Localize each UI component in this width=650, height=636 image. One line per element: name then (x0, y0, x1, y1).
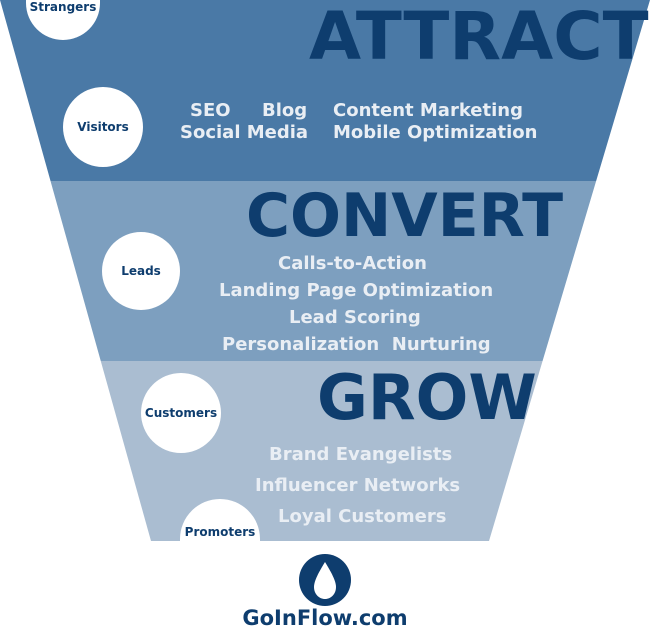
tactic-social-media: Social Media (180, 122, 309, 143)
tactic-personalization-nurturing: Personalization Nurturing (222, 334, 491, 355)
tactic-lead-scoring: Lead Scoring (289, 307, 421, 328)
water-drop-icon (299, 554, 351, 606)
tactic-mobile-optimization: Mobile Optimization (333, 122, 538, 143)
attract-title: ATTRACT (309, 0, 649, 75)
tactic-blog: Blog (262, 100, 308, 121)
convert-title: CONVERT (246, 181, 564, 251)
tactic-content-marketing: Content Marketing (333, 100, 523, 121)
stage-customers: Customers (141, 373, 221, 453)
tactic-calls-to-action: Calls-to-Action (278, 253, 427, 274)
stage-leads: Leads (102, 232, 180, 310)
stage-visitors: Visitors (63, 87, 143, 167)
tactic-brand-evangelists: Brand Evangelists (269, 444, 453, 465)
tactic-landing-page-optimization: Landing Page Optimization (219, 280, 494, 301)
tactic-seo: SEO (190, 100, 231, 121)
grow-title: GROW (317, 361, 537, 434)
logo-text: GoInFlow.com (242, 606, 408, 630)
tactic-influencer-networks: Influencer Networks (255, 475, 461, 496)
tactic-loyal-customers: Loyal Customers (278, 506, 447, 527)
